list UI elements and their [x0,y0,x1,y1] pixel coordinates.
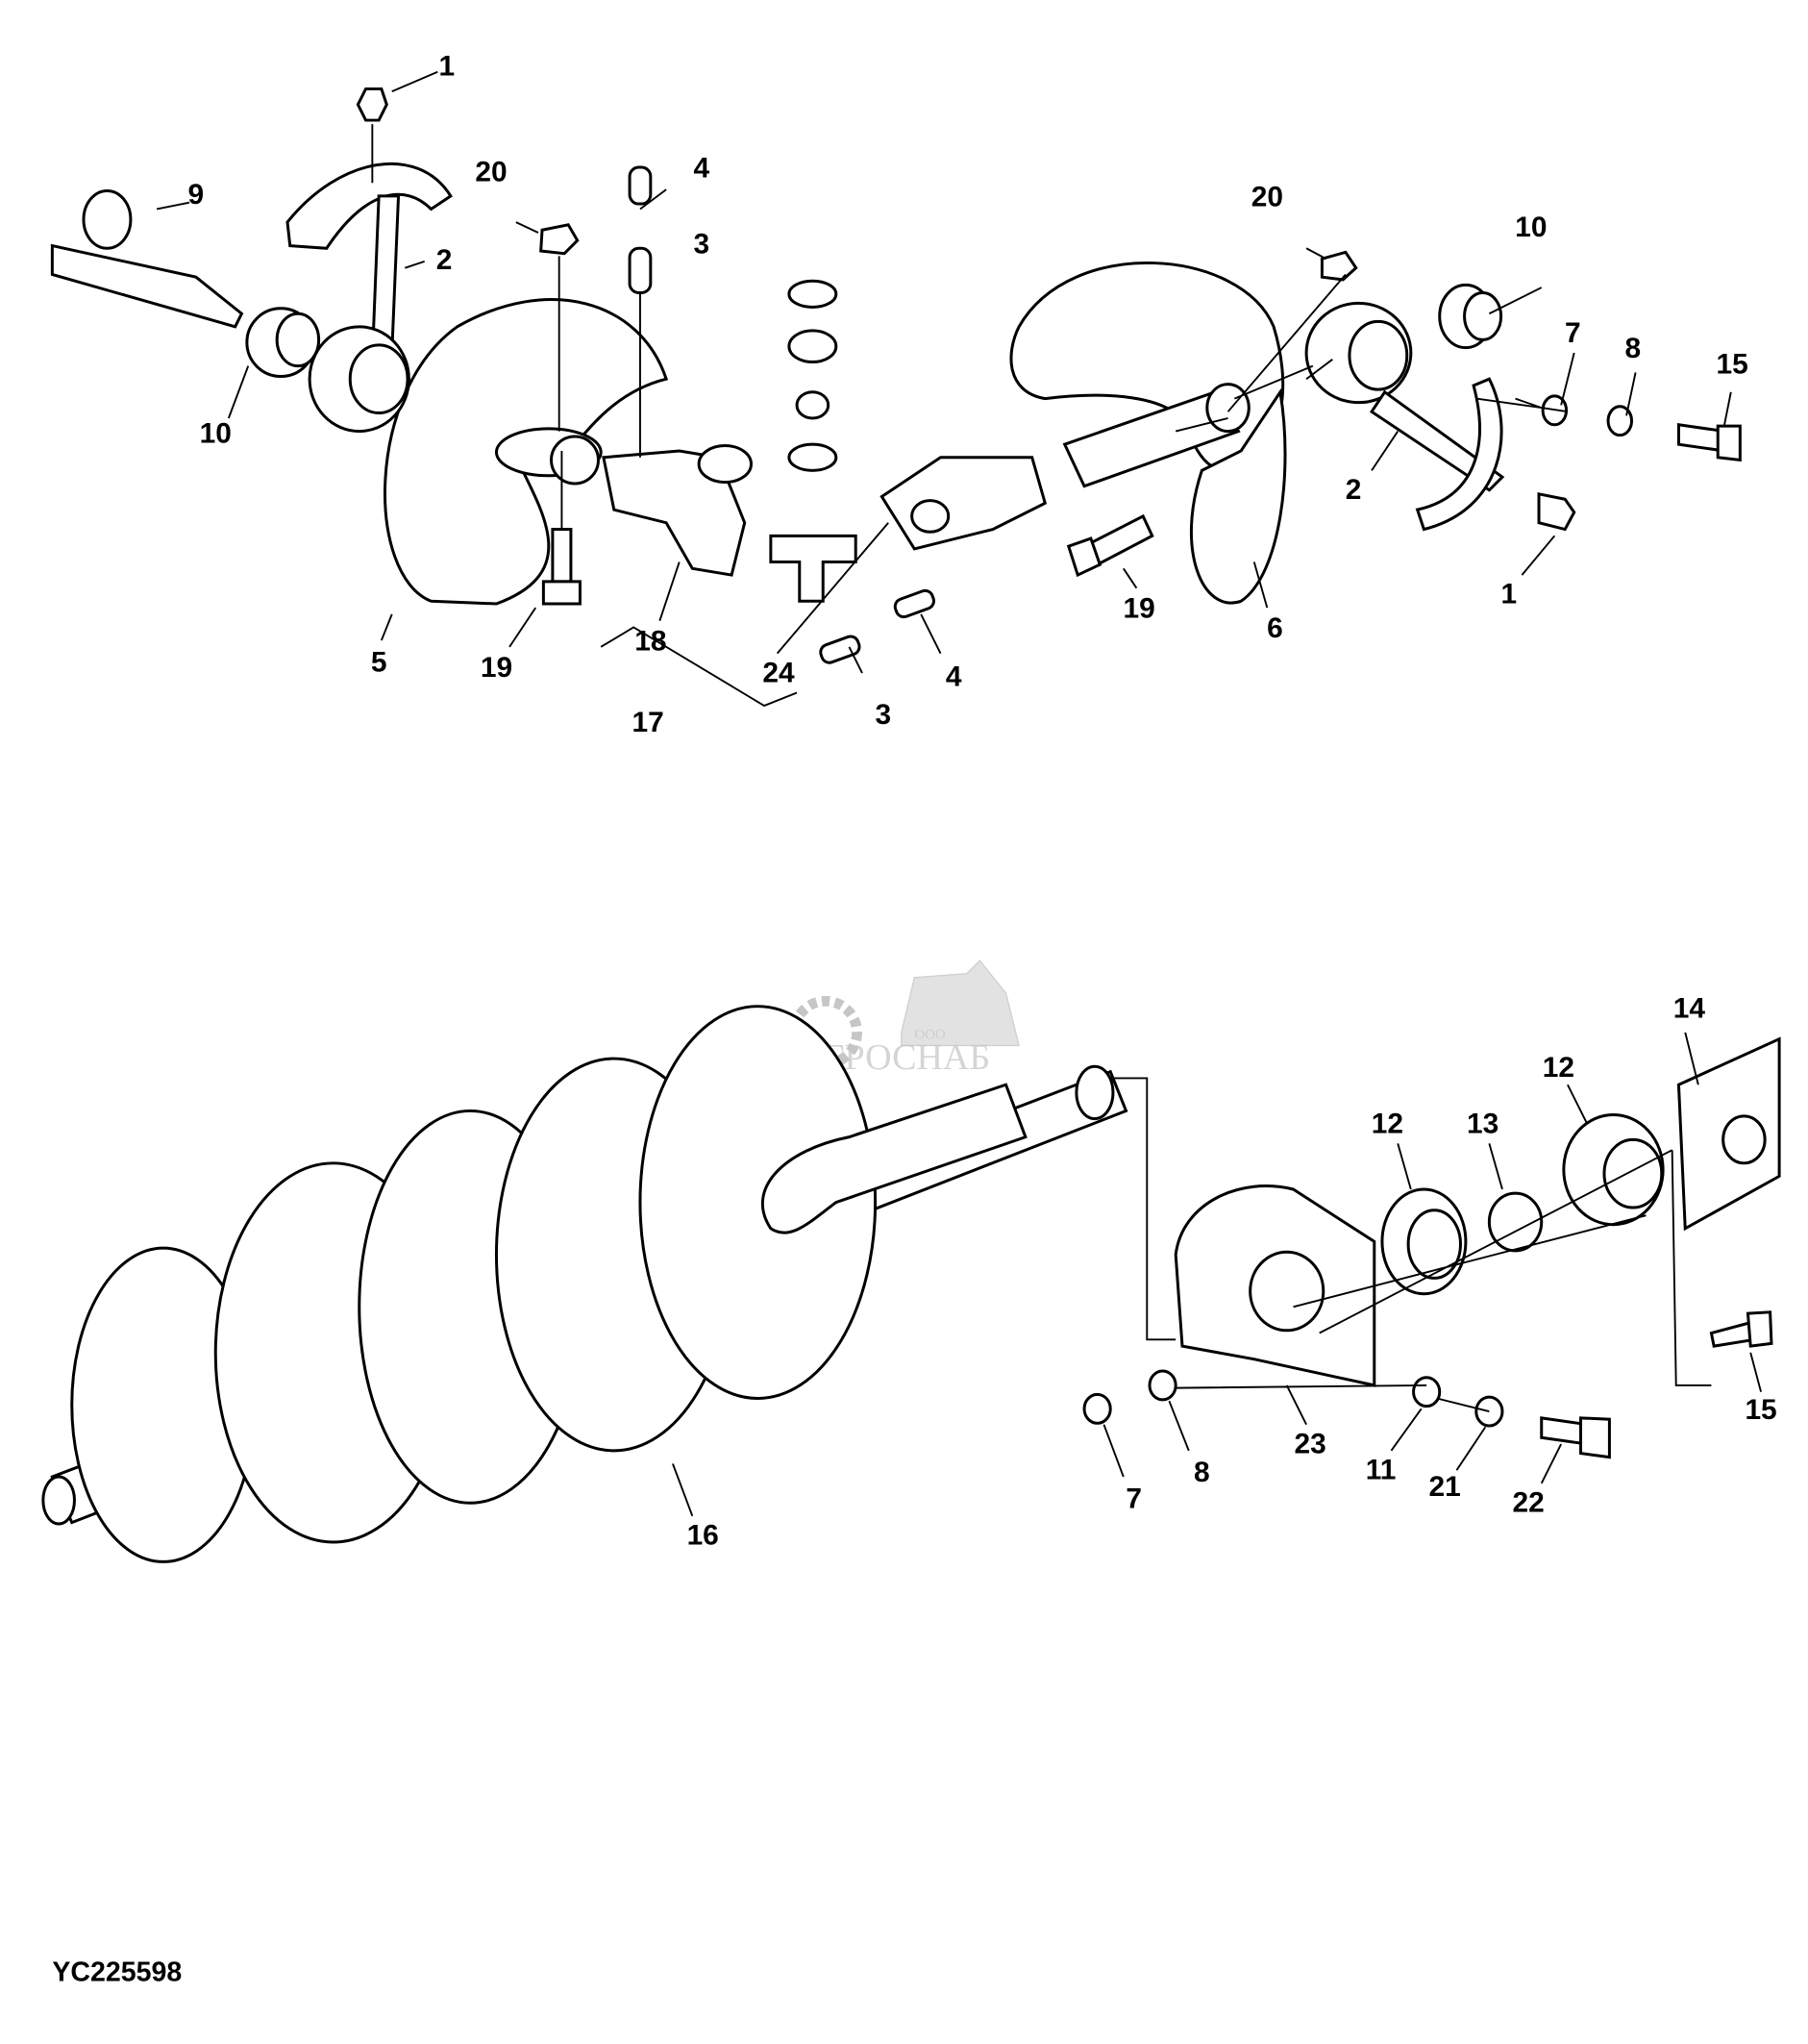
washer-8 [1148,1369,1177,1402]
washer-11 [1412,1376,1442,1408]
callout-11: 11 [1366,1455,1397,1486]
callout-20: 20 [475,157,507,188]
callout-13: 13 [1467,1108,1498,1139]
pin-3-lower [819,635,861,664]
callout-12: 12 [1543,1052,1574,1084]
callout-18: 18 [634,626,666,658]
bolt-19 [551,528,573,584]
pin-3 [628,246,653,294]
upper-assembly [50,70,1742,708]
callout-20: 20 [1251,182,1283,213]
callout-9: 9 [188,179,205,211]
upper-callouts: 1 9 20 4 3 2 10 5 19 18 17 24 3 4 20 10 … [188,51,1748,738]
universal-joint-24 [879,456,1048,551]
pin-4-lower [893,588,935,619]
callout-22: 22 [1513,1486,1545,1518]
callout-4: 4 [946,661,962,692]
stub-shaft-9 [50,243,244,329]
callout-4: 4 [694,153,710,185]
reference-code: YC225598 [52,1957,182,1988]
lower-callouts: 14 12 12 13 15 7 8 23 11 21 22 16 [687,993,1777,1552]
callout-3: 3 [694,228,710,260]
pin-4 [628,165,653,206]
callout-8: 8 [1625,333,1642,364]
grease-fitting-1 [356,87,388,122]
callout-24: 24 [762,657,795,688]
callout-16: 16 [687,1519,719,1551]
cross-spider [769,534,857,603]
yoke-18 [602,449,747,577]
washer-7 [1082,1392,1112,1425]
nut-20 [539,223,580,256]
callout-19: 19 [1124,593,1155,625]
bearing-cup [787,279,838,309]
callout-1: 1 [439,51,456,83]
callout-10: 10 [1515,212,1547,243]
callout-2: 2 [436,244,453,276]
callout-2: 2 [1346,474,1362,506]
callout-6: 6 [1267,612,1283,644]
flight-e [638,1005,878,1400]
callout-15: 15 [1717,349,1748,381]
lower-assembly [41,1005,1781,1563]
bushing-13 [1487,1191,1544,1253]
callout-23: 23 [1295,1428,1326,1459]
callout-17: 17 [632,707,663,738]
watermark-prefix: ООО [914,1028,946,1043]
auger-flight-5 [384,298,669,606]
callout-21: 21 [1429,1471,1461,1503]
callout-3: 3 [875,699,891,731]
callout-12: 12 [1372,1108,1403,1139]
callout-14: 14 [1673,993,1706,1025]
callout-15: 15 [1745,1394,1776,1426]
callout-7: 7 [1126,1483,1142,1514]
callout-5: 5 [371,646,387,678]
callout-19: 19 [481,652,512,684]
callout-1: 1 [1500,579,1517,611]
callout-10: 10 [200,418,232,450]
bearing-hanger-2 [285,162,453,250]
tube-6 [1062,389,1241,488]
callout-8: 8 [1194,1457,1210,1488]
callout-7: 7 [1565,317,1581,349]
